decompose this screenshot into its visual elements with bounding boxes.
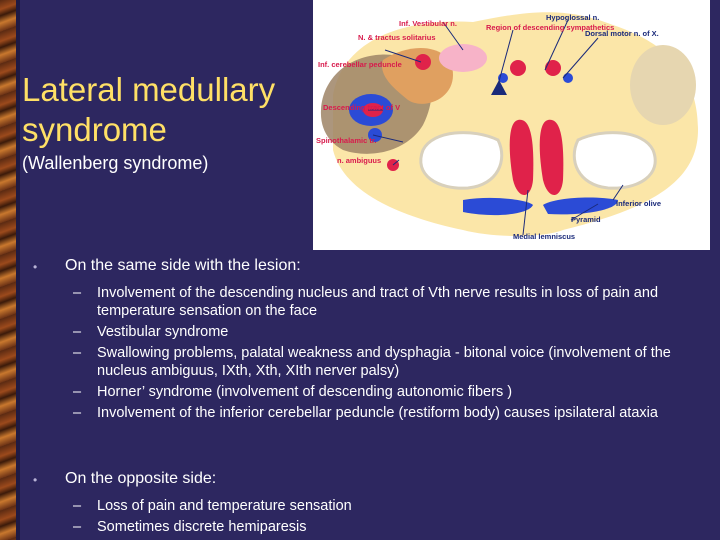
list-item: –Swallowing problems, palatal weakness a… bbox=[30, 344, 700, 380]
bullet-marker: • bbox=[33, 473, 38, 487]
list-item: –Loss of pain and temperature sensation bbox=[30, 497, 700, 515]
hypoglossal-nucleus-left bbox=[510, 60, 526, 76]
bullet-same-side: • On the same side with the lesion: bbox=[30, 256, 700, 276]
medial-lemniscus-right bbox=[539, 119, 564, 195]
label-inf-vestibular: Inf. Vestibular n. bbox=[399, 19, 457, 28]
label-medial-lemniscus: Medial lemniscus bbox=[513, 232, 575, 241]
list-item-text: Sometimes discrete hemiparesis bbox=[97, 519, 307, 535]
dash-marker: – bbox=[73, 405, 82, 421]
slide-title: Lateral medullary syndrome bbox=[22, 71, 276, 148]
side-strip-border bbox=[16, 0, 20, 540]
vestibular-nucleus bbox=[439, 44, 487, 72]
label-dorsal-motor: Dorsal motor n. of X. bbox=[585, 29, 659, 38]
dash-marker: – bbox=[73, 345, 82, 361]
bullet-marker: • bbox=[33, 260, 38, 274]
decorative-side-strip bbox=[0, 0, 16, 540]
inferior-olive-left bbox=[419, 131, 504, 190]
pyramid-left bbox=[463, 197, 533, 216]
list-item: –Involvement of the descending nucleus a… bbox=[30, 284, 700, 320]
label-region-descending: Region of descending sympathetics bbox=[486, 23, 614, 32]
dash-marker: – bbox=[73, 285, 82, 301]
medial-lemniscus-left bbox=[509, 119, 534, 195]
inferior-olive-right bbox=[572, 131, 657, 190]
descending-sympathetics bbox=[491, 80, 507, 95]
list-item: –Vestibular syndrome bbox=[30, 323, 700, 341]
opposite-side-heading: On the opposite side: bbox=[65, 470, 217, 487]
label-region-descending-text: Region of descending sympathetics bbox=[486, 23, 614, 32]
list-item: –Sometimes discrete hemiparesis bbox=[30, 518, 700, 536]
list-item-text: Vestibular syndrome bbox=[97, 324, 229, 340]
dash-marker: – bbox=[73, 519, 82, 535]
same-side-section: • On the same side with the lesion: –Inv… bbox=[30, 256, 700, 425]
list-item-text: Horner’ syndrome (involvement of descend… bbox=[97, 384, 513, 400]
hypoglossal-nucleus-right bbox=[545, 60, 561, 76]
dash-marker: – bbox=[73, 498, 82, 514]
label-inf-cerebellar: Inf. cerebellar peduncle bbox=[318, 60, 402, 69]
tractus-solitarius-nucleus bbox=[415, 54, 431, 70]
inferior-cerebellar-peduncle bbox=[382, 48, 453, 104]
label-tractus-solitarius: N. & tractus solitarius bbox=[358, 33, 436, 42]
right-cerebellar-peduncle bbox=[630, 45, 696, 125]
dash-marker: – bbox=[73, 324, 82, 340]
same-side-heading: On the same side with the lesion: bbox=[65, 257, 301, 274]
leader-lines bbox=[368, 19, 624, 236]
list-item-text: Loss of pain and temperature sensation bbox=[97, 498, 352, 514]
dorsal-motor-nucleus-right bbox=[563, 73, 573, 83]
label-ambiguus: n. ambiguus bbox=[337, 156, 381, 165]
label-spinothalamic: Spinothalamic tr. bbox=[316, 136, 376, 145]
list-item: –Horner’ syndrome (involvement of descen… bbox=[30, 383, 700, 401]
label-hypoglossal: Hypoglossal n. bbox=[546, 13, 599, 22]
list-item-text: Involvement of the descending nucleus an… bbox=[97, 285, 659, 319]
slide-subtitle: (Wallenberg syndrome) bbox=[22, 153, 209, 173]
medulla-cross-section-figure: Inf. Vestibular n. Region of descending … bbox=[313, 0, 710, 250]
opposite-side-list: –Loss of pain and temperature sensation … bbox=[30, 497, 700, 536]
pyramid-right bbox=[543, 197, 618, 215]
label-pyramid: Pyramid bbox=[571, 215, 601, 224]
list-item: –Involvement of the inferior cerebellar … bbox=[30, 404, 700, 422]
label-inferior-olive: Inferior olive bbox=[616, 199, 661, 208]
dash-marker: – bbox=[73, 384, 82, 400]
bullet-opposite-side: • On the opposite side: bbox=[30, 469, 700, 489]
list-item-text: Involvement of the inferior cerebellar p… bbox=[97, 405, 658, 421]
same-side-list: –Involvement of the descending nucleus a… bbox=[30, 284, 700, 422]
label-descending-tract-v: Descending tract of V bbox=[323, 103, 400, 112]
medulla-diagram: Inf. Vestibular n. Region of descending … bbox=[316, 12, 698, 241]
list-item-text: Swallowing problems, palatal weakness an… bbox=[97, 345, 671, 379]
opposite-side-section: • On the opposite side: –Loss of pain an… bbox=[30, 469, 700, 539]
